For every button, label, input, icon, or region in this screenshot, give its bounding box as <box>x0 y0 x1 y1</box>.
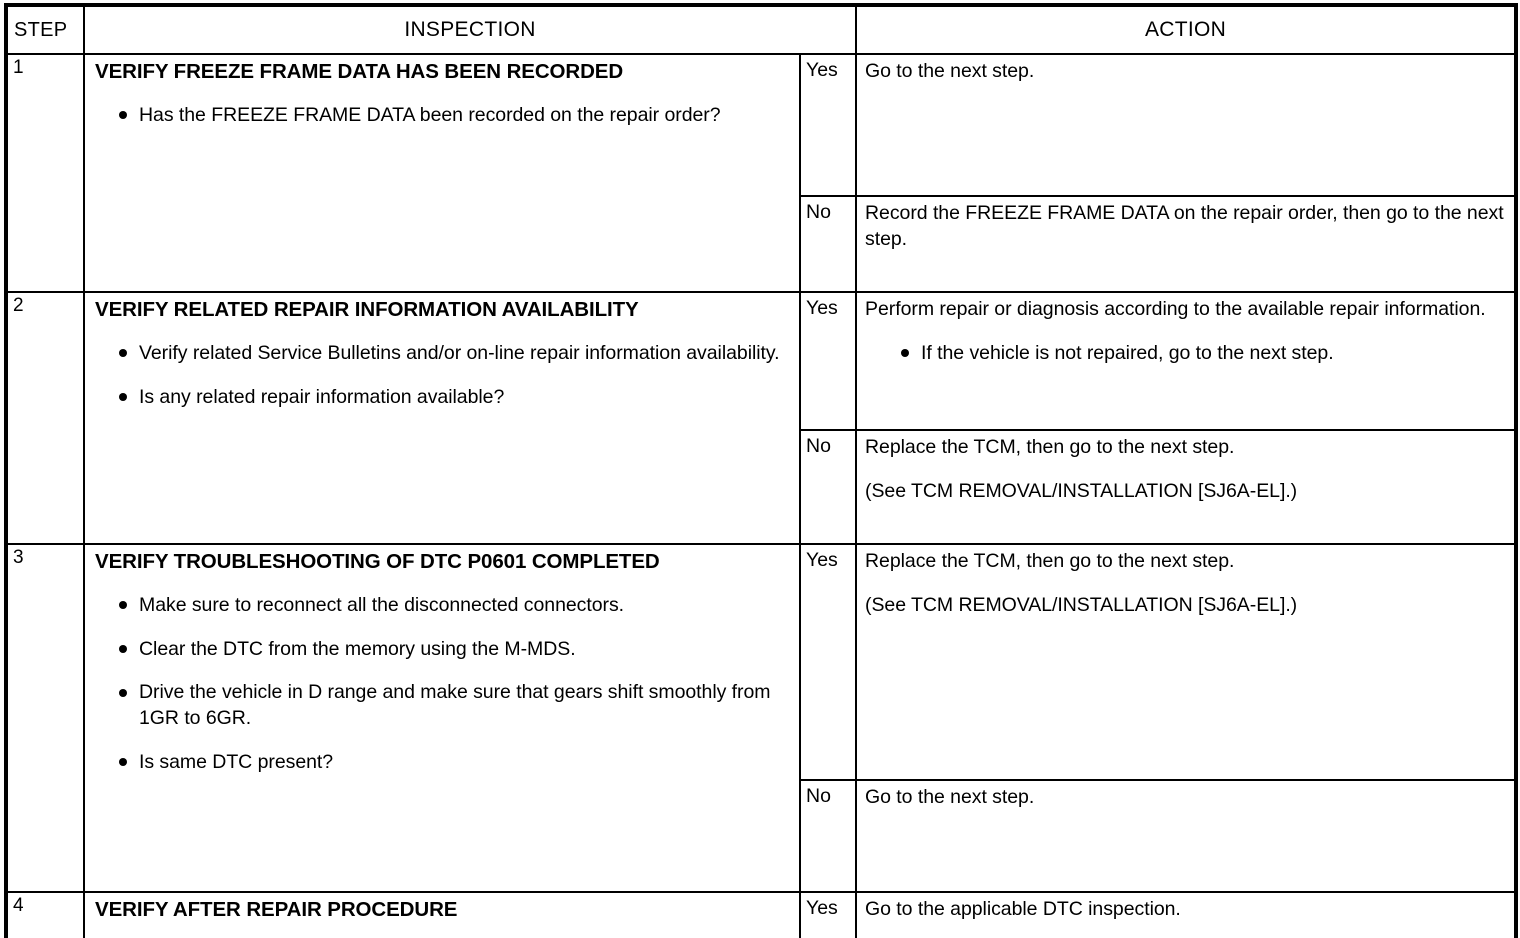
list-item: If the vehicle is not repaired, go to th… <box>865 341 1506 367</box>
header-action-label: ACTION <box>1144 18 1227 41</box>
list-item: Make sure to reconnect all the disconnec… <box>95 593 791 619</box>
inspection-bullet-list: Verify related Service Bulletins and/or … <box>95 341 791 411</box>
list-item: Is same DTC present? <box>95 750 791 776</box>
yes-label-cell: Yes <box>798 53 858 197</box>
bullet-icon <box>119 688 127 697</box>
no-label-cell: No <box>798 779 858 893</box>
list-item: Drive the vehicle in D range and make su… <box>95 680 791 732</box>
action-text: Record the FREEZE FRAME DATA on the repa… <box>865 202 1504 250</box>
action-reference: (See TCM REMOVAL/INSTALLATION [SJ6A-EL].… <box>865 593 1298 616</box>
bullet-text: Has the FREEZE FRAME DATA been recorded … <box>139 103 721 126</box>
table-row-step-1-yes: 1 VERIFY FREEZE FRAME DATA HAS BEEN RECO… <box>5 53 1518 293</box>
table-row-step-3-yes: 3 VERIFY TROUBLESHOOTING OF DTC P0601 CO… <box>5 543 1518 893</box>
inspection-bullet-list: Make sure to reconnect all the disconnec… <box>95 593 791 777</box>
list-item: Has the FREEZE FRAME DATA been recorded … <box>95 103 791 129</box>
list-item: Clear the DTC from the memory using the … <box>95 637 791 663</box>
bullet-text: Is same DTC present? <box>139 751 334 774</box>
bullet-text: Is any related repair information availa… <box>139 385 505 408</box>
step-number: 4 <box>5 891 85 938</box>
header-step: STEP <box>5 4 85 55</box>
action-text: Perform repair or diagnosis according to… <box>865 298 1486 320</box>
table-row-step-1-no: No Record the FREEZE FRAME DATA on the r… <box>6 195 1518 293</box>
inspection-cell: VERIFY RELATED REPAIR INFORMATION AVAILA… <box>83 291 801 545</box>
action-cell-yes: Perform repair or diagnosis according to… <box>855 291 1518 431</box>
action-text: Go to the applicable DTC inspection. <box>865 898 1181 920</box>
bullet-icon <box>901 349 910 358</box>
action-cell-yes: Go to the next step. <box>855 53 1518 197</box>
action-cell-no: Replace the TCM, then go to the next ste… <box>855 429 1518 545</box>
table-row-step-3-no: No Go to the next step. <box>6 779 1518 893</box>
table-row-step-2-yes: 2 VERIFY RELATED REPAIR INFORMATION AVAI… <box>5 291 1518 545</box>
action-sub-bullet-list: If the vehicle is not repaired, go to th… <box>865 341 1506 367</box>
action-cell-no: Go to the next step. <box>855 779 1518 893</box>
action-reference: (See TCM REMOVAL/INSTALLATION [SJ6A-EL].… <box>865 479 1298 502</box>
header-inspection: INSPECTION <box>82 4 858 55</box>
bullet-icon <box>119 758 127 767</box>
bullet-text: If the vehicle is not repaired, go to th… <box>921 341 1334 364</box>
no-label-cell: No <box>798 429 858 545</box>
yes-label-cell: Yes <box>798 291 858 431</box>
inspection-title: VERIFY TROUBLESHOOTING OF DTC P0601 COMP… <box>95 550 660 573</box>
bullet-icon <box>119 348 127 357</box>
header-step-label: STEP <box>14 18 68 41</box>
list-item: Is any related repair information availa… <box>95 385 791 411</box>
action-cell-no: Record the FREEZE FRAME DATA on the repa… <box>855 195 1518 293</box>
inspection-cell: VERIFY AFTER REPAIR PROCEDURE Perform th… <box>83 891 801 938</box>
inspection-title: VERIFY AFTER REPAIR PROCEDURE <box>95 898 458 921</box>
step-number: 1 <box>5 53 85 293</box>
list-item: Verify related Service Bulletins and/or … <box>95 341 791 367</box>
table-row-step-4-yes: 4 VERIFY AFTER REPAIR PROCEDURE Perform … <box>5 891 1518 938</box>
bullet-icon <box>119 644 127 653</box>
bullet-text: Verify related Service Bulletins and/or … <box>139 341 780 364</box>
inspection-title: VERIFY RELATED REPAIR INFORMATION AVAILA… <box>95 298 639 321</box>
bullet-text: Drive the vehicle in D range and make su… <box>139 681 771 730</box>
step-number: 2 <box>5 291 85 545</box>
bullet-text: Make sure to reconnect all the disconnec… <box>139 593 625 616</box>
action-text: Replace the TCM, then go to the next ste… <box>865 436 1235 458</box>
no-label-cell: No <box>798 195 858 293</box>
yes-label-cell: Yes <box>798 891 858 938</box>
dtc-troubleshooting-table: STEP INSPECTION ACTION 1 VERIFY FREEZE F… <box>4 3 1519 938</box>
inspection-cell: VERIFY TROUBLESHOOTING OF DTC P0601 COMP… <box>83 543 801 893</box>
bullet-icon <box>119 110 127 119</box>
inspection-title: VERIFY FREEZE FRAME DATA HAS BEEN RECORD… <box>95 60 624 83</box>
action-text: Go to the next step. <box>865 786 1035 808</box>
table-row-step-2-no: No Replace the TCM, then go to the next … <box>6 429 1518 545</box>
yes-label-cell: Yes <box>798 543 858 781</box>
inspection-cell: VERIFY FREEZE FRAME DATA HAS BEEN RECORD… <box>83 53 801 293</box>
header-action: ACTION <box>855 4 1518 55</box>
table-header-row: STEP INSPECTION ACTION <box>5 4 1518 55</box>
action-cell-yes: Replace the TCM, then go to the next ste… <box>855 543 1518 781</box>
step-number: 3 <box>5 543 85 893</box>
header-inspection-label: INSPECTION <box>404 18 536 41</box>
bullet-text: Clear the DTC from the memory using the … <box>139 637 576 660</box>
action-cell-yes: Go to the applicable DTC inspection. (Se… <box>855 891 1518 938</box>
action-text: Go to the next step. <box>865 60 1035 82</box>
bullet-icon <box>119 392 127 401</box>
bullet-icon <box>119 600 127 609</box>
inspection-bullet-list: Has the FREEZE FRAME DATA been recorded … <box>95 103 791 129</box>
action-text: Replace the TCM, then go to the next ste… <box>865 550 1235 572</box>
